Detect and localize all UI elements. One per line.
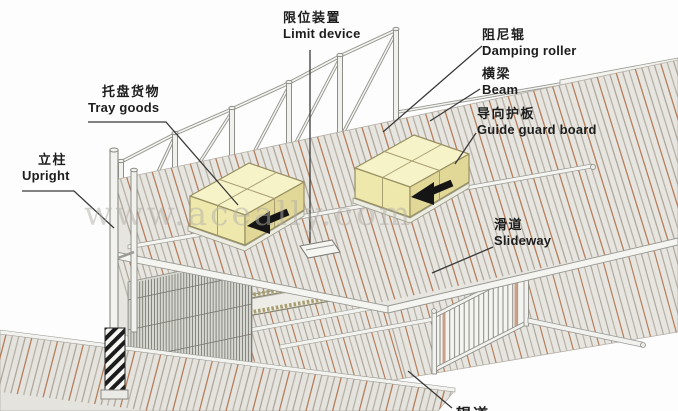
label-tray-goods-en: Tray goods xyxy=(88,99,160,115)
leader-guide-guard-board xyxy=(454,132,477,165)
upright-column xyxy=(100,147,138,400)
label-slideway-zh: 滑道 xyxy=(494,217,524,232)
label-beam: 横梁 Beam xyxy=(482,66,518,98)
flow-arrow-icon xyxy=(247,208,290,234)
label-guide-guard-board: 导向护板 Guide guard board xyxy=(477,106,597,138)
label-damping-roller-zh: 阻尼辊 xyxy=(482,27,526,42)
label-upright: 立柱 Upright xyxy=(22,152,70,184)
label-tray-goods: 托盘货物 Tray goods xyxy=(88,84,160,116)
frame-top-rail xyxy=(119,28,398,164)
label-limit-device-zh: 限位装置 xyxy=(283,10,342,25)
leader-upright xyxy=(22,190,115,229)
label-damping-roller-en: Damping roller xyxy=(482,42,577,58)
front-beam xyxy=(115,237,678,314)
label-upright-zh: 立柱 xyxy=(38,152,68,167)
leader-bottom-roller xyxy=(407,370,453,409)
flow-arrow-icon xyxy=(411,179,454,205)
limit-device-block xyxy=(299,239,341,259)
label-damping-roller: 阻尼辊 Damping roller xyxy=(482,27,577,59)
label-guide-guard-board-zh: 导向护板 xyxy=(477,106,536,121)
label-slideway: 滑道 Slideway xyxy=(494,217,551,249)
leader-tray-goods xyxy=(88,121,239,206)
leader-slideway xyxy=(431,246,494,274)
tray-goods-box-right xyxy=(352,134,470,224)
label-upright-en: Upright xyxy=(22,167,70,183)
tray-goods-box-left xyxy=(187,162,305,252)
label-limit-device-en: Limit device xyxy=(283,25,361,41)
column-guard-stripes xyxy=(100,327,129,400)
label-tray-goods-zh: 托盘货物 xyxy=(102,84,161,99)
label-beam-en: Beam xyxy=(482,81,519,97)
label-guide-guard-board-en: Guide guard board xyxy=(477,121,597,137)
leader-damping-roller xyxy=(382,45,483,133)
label-beam-zh: 横梁 xyxy=(482,66,512,81)
label-limit-device: 限位装置 Limit device xyxy=(283,10,361,42)
label-bottom-roller-clipped: 辊道 xyxy=(456,403,490,411)
label-slideway-en: Slideway xyxy=(494,232,552,248)
leader-beam xyxy=(429,88,481,122)
leader-lines xyxy=(22,45,494,409)
